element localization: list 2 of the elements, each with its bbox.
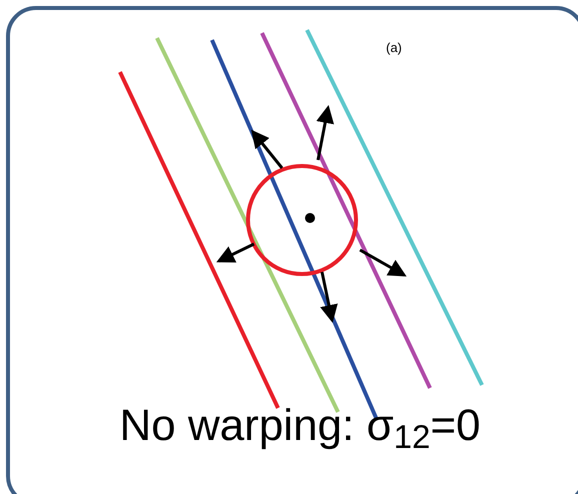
caption-text: No warping: σ$_{12}$=0 (118, 404, 482, 448)
panel-label: (a) (386, 39, 402, 57)
